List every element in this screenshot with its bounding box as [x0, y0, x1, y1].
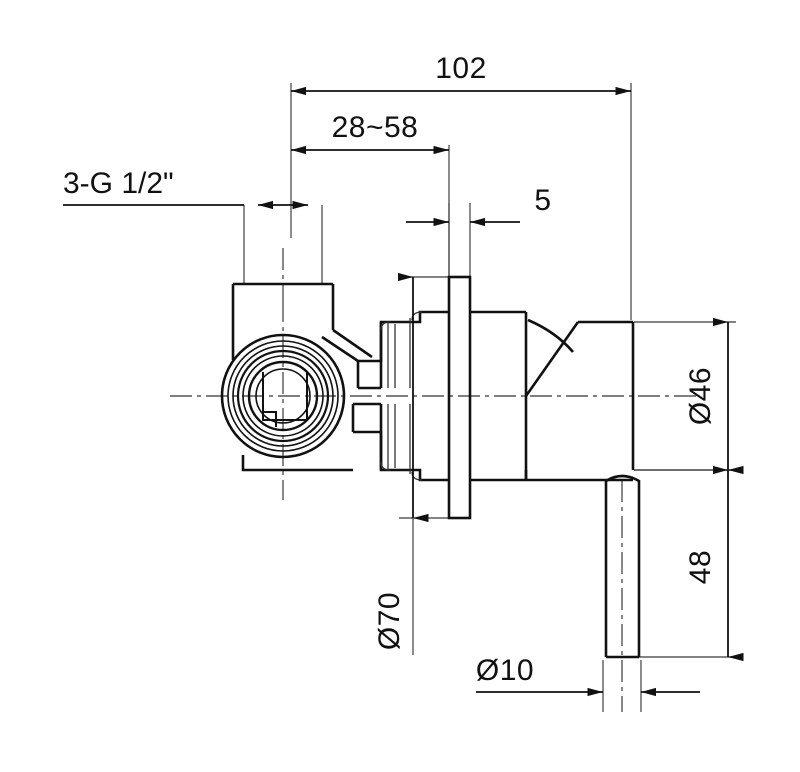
- valve-body-geometry: [231, 275, 641, 659]
- escutcheon-flange-plate: [447, 275, 472, 520]
- port-ring-bore: [255, 368, 311, 424]
- handle-cap-slant-face: [524, 321, 580, 397]
- dimension-label-28-58: 28~58: [332, 111, 419, 144]
- inlet-to-neck-web-lower: [321, 335, 359, 363]
- port-housing-skirt: [241, 455, 353, 472]
- neck-fillet-lower: [380, 461, 391, 471]
- callout-3g-half-inch: 3-G 1/2": [63, 167, 308, 210]
- inlet-to-neck-web-upper: [332, 328, 373, 359]
- port-keyway-detail: [262, 372, 308, 421]
- port-ring-3: [232, 345, 334, 447]
- port-ring-5: [242, 355, 324, 437]
- port-ring-inner: [247, 360, 319, 432]
- dimension-o10: Ø10: [476, 654, 700, 697]
- centre-lines: [170, 248, 700, 712]
- port-ring-4: [236, 349, 330, 443]
- dimension-label-o46: Ø46: [684, 367, 717, 425]
- port-ring-outer: [220, 333, 346, 459]
- dimension-label-102: 102: [435, 52, 487, 85]
- dimension-o70: Ø70: [373, 272, 429, 655]
- dimension-label-o10: Ø10: [476, 654, 534, 687]
- valve-port-concentric-rings: [220, 333, 346, 459]
- dimension-label-o70: Ø70: [373, 592, 406, 650]
- dimension-102: 102: [291, 52, 631, 96]
- port-ring-2: [227, 340, 339, 452]
- lever-rod-shoulder-arc: [605, 474, 640, 483]
- port-keyway-notch: [263, 411, 277, 427]
- callout-label-3g: 3-G 1/2": [63, 167, 174, 200]
- handle-cap-relief-arc: [527, 318, 574, 353]
- neck-fillet-upper: [380, 321, 391, 331]
- dimension-o46: Ø46: [684, 317, 744, 475]
- dimension-5: 5: [406, 184, 551, 227]
- neck-step-upper: [358, 310, 449, 363]
- dimension-28-58: 28~58: [291, 111, 449, 155]
- neck-step-lower: [353, 430, 449, 482]
- dimension-label-48: 48: [684, 550, 717, 584]
- dimension-48: 48: [684, 465, 744, 662]
- dimension-label-5: 5: [534, 184, 551, 217]
